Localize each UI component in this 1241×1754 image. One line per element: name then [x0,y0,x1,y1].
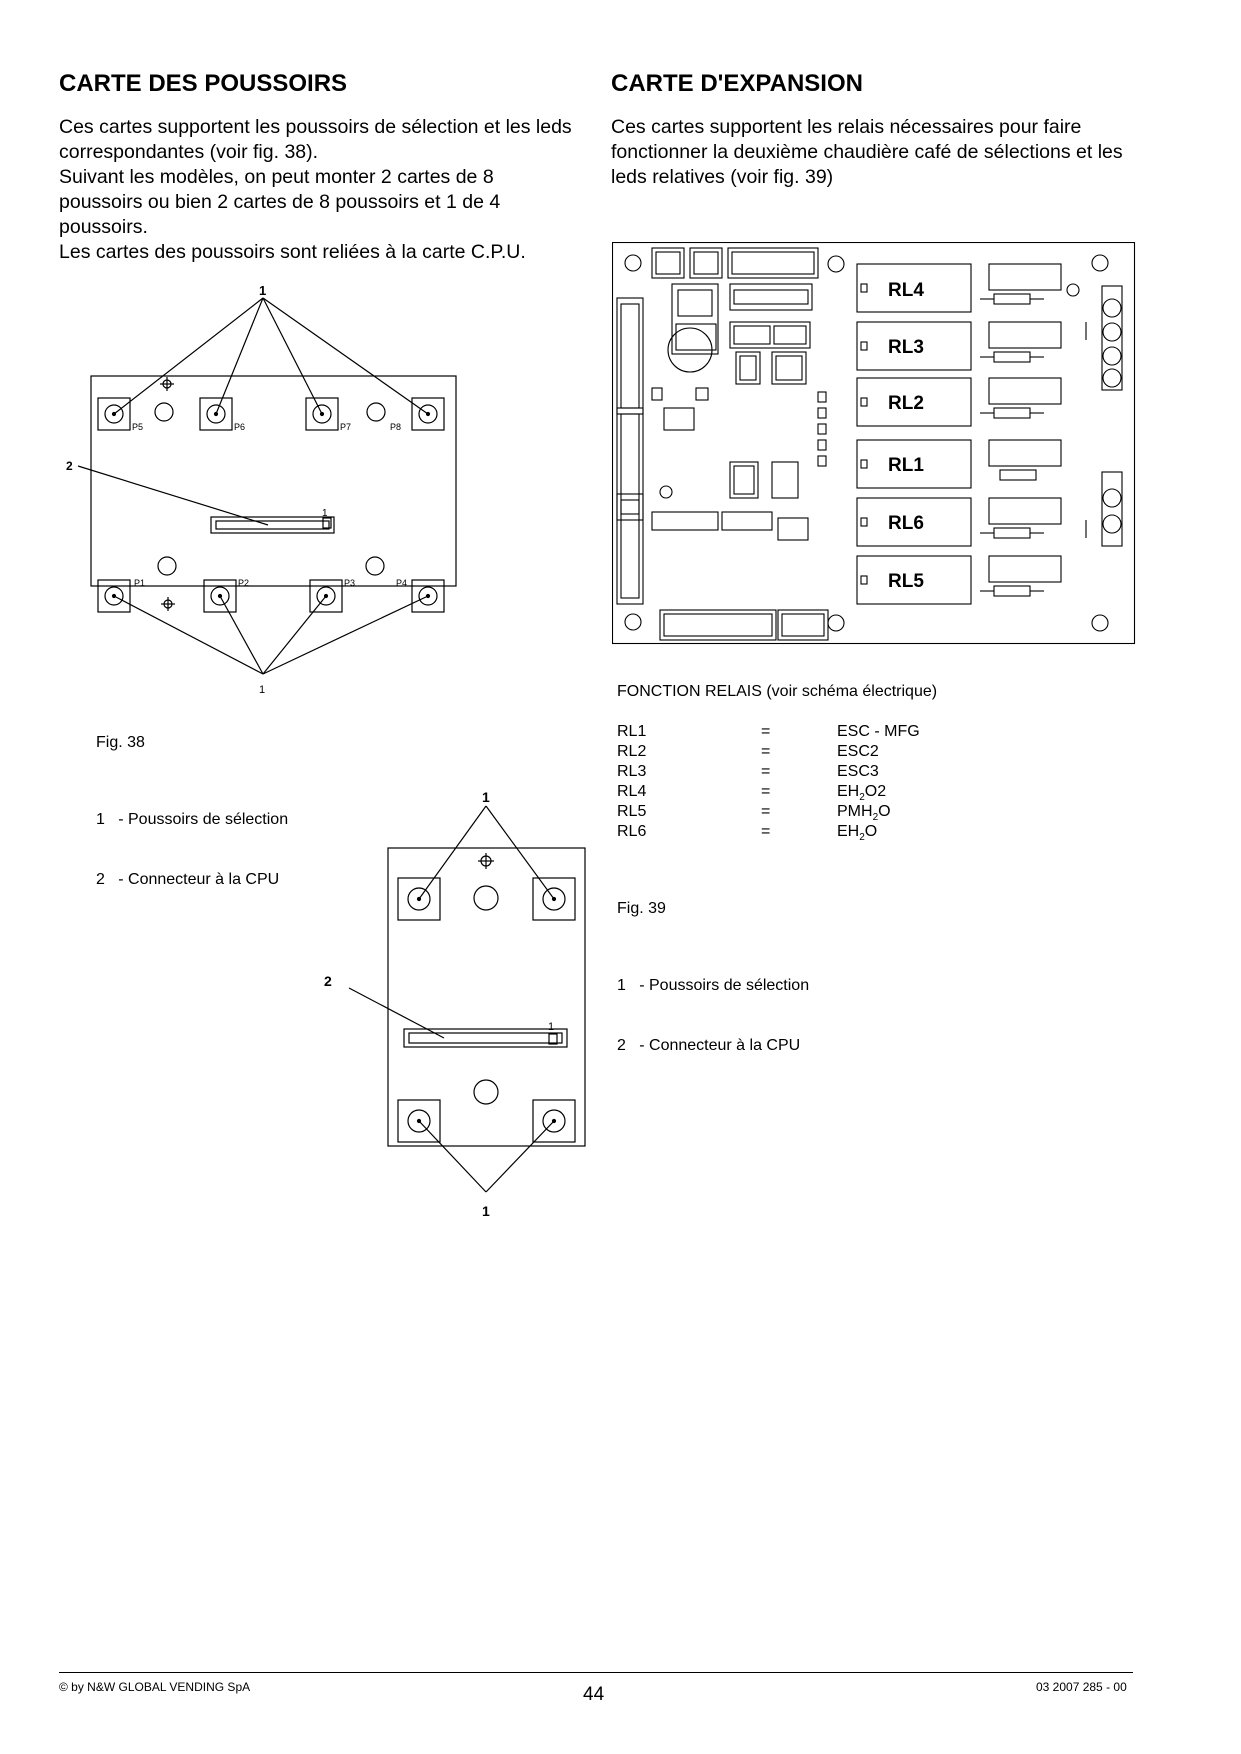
relais-eq: = [761,823,771,840]
label-p1: P1 [134,578,145,588]
board-outline [90,375,457,587]
formula-sub: 2 [872,812,879,824]
relais-heading: FONCTION RELAIS (voir schéma électrique) [617,683,938,700]
right-description: Ces cartes supportent les relais nécessa… [611,115,1141,190]
relais-row-rl2: RL2 = ESC2 [617,742,937,762]
button-p5 [97,397,131,431]
label-p4: P4 [396,578,407,588]
footer-rule [59,1672,1133,1673]
formula-main: PMH [837,803,873,820]
label-p8: P8 [390,422,401,432]
relais-eq: = [761,763,771,780]
relais-row-rl5: RL5 = PMH2O [617,802,937,823]
footer-doc-code: 03 2007 285 - 00 [1036,1680,1127,1694]
relais-func: ESC - MFG [837,723,920,740]
fig38-caption: Fig. 38 [96,734,145,751]
relay-rl5-label: RL5 [888,571,924,592]
fig38-callout-1-bottom: 1 [259,684,265,696]
fig39-caption: Fig. 39 [617,900,666,917]
left-description: Ces cartes supportent les poussoirs de s… [59,115,579,265]
formula-main: EH [837,823,860,840]
relay-rl4-label: RL4 [888,280,924,301]
fig38-pushbutton-board-diagram: 1 1 2 1 P5 P6 P7 P8 P1 P2 P3 P4 [66,283,457,696]
label-p6: P6 [234,422,245,432]
relais-func: ESC2 [837,743,879,760]
relais-name: RL3 [617,763,647,780]
relay-rl3-label: RL3 [888,337,924,358]
fig38-callout-1-top: 1 [259,283,266,298]
fig38-legend-item-1: 1 - Poussoirs de sélection [96,811,289,828]
left-paragraph-3: Les cartes des poussoirs sont reliées à … [59,241,526,263]
button-p6 [199,397,233,431]
relais-row-rl1: RL1 = ESC - MFG [617,722,937,742]
label-p5: P5 [132,422,143,432]
footer-copyright: © by N&W GLOBAL VENDING SpA [59,1680,251,1694]
relais-eq: = [761,803,771,820]
fig38-pin-1: 1 [322,508,328,519]
relay-rl2-label: RL2 [888,393,924,414]
relais-name: RL2 [617,743,647,760]
relais-name: RL5 [617,803,647,820]
fig-four-button-board-diagram: 1 2 1 1 [324,789,586,1219]
formula-tail: O [878,803,891,820]
right-section-title: CARTE D'EXPANSION [611,70,863,97]
formula-sub: 2 [859,792,865,804]
relais-name: RL4 [617,783,647,800]
button-p3 [309,579,343,613]
relais-func-formula: EH2O2 [837,782,886,808]
relay-rl6-label: RL6 [888,513,924,534]
fig39-legend-item-1: 1 - Poussoirs de sélection [617,977,810,994]
formula-main: EH [837,783,860,800]
small-board-outline [387,847,586,1147]
button-p7 [305,397,339,431]
formula-sub: 2 [859,832,865,844]
relais-func-formula: PMH2O [837,802,891,828]
fig39-legend-item-2: 2 - Connecteur à la CPU [617,1037,801,1054]
left-paragraph-1: Ces cartes supportent les poussoirs de s… [59,116,572,163]
relais-name: RL1 [617,723,647,740]
relais-row-rl6: RL6 = EH2O [617,822,937,843]
formula-tail: O2 [864,783,887,800]
fig38-legend: 1 - Poussoirs de sélection 2 - Connecteu… [96,770,288,910]
page-number: 44 [583,1684,605,1705]
small-callout-2: 2 [324,973,332,989]
relais-eq: = [761,783,771,800]
relais-row-rl4: RL4 = EH2O2 [617,782,937,803]
button-p4 [411,579,445,613]
relais-eq: = [761,743,771,760]
label-p7: P7 [340,422,351,432]
small-callout-1-top: 1 [482,789,490,805]
formula-tail: O [864,823,878,840]
expansion-board-outline [612,242,1136,645]
relais-name: RL6 [617,823,647,840]
left-paragraph-2: Suivant les modèles, on peut monter 2 ca… [59,166,501,238]
relais-func-formula: EH2O [837,822,877,848]
fig38-callout-2: 2 [66,459,73,473]
fig39-expansion-board-diagram: RL4 RL3 RL2 RL1 RL6 RL5 [612,242,1136,645]
label-p3: P3 [344,578,355,588]
right-paragraph-1: Ces cartes supportent les relais nécessa… [611,116,1123,188]
fig38-legend-item-2: 2 - Connecteur à la CPU [96,871,280,888]
relais-eq: = [761,723,771,740]
relay-rl1-label: RL1 [888,455,924,476]
small-pin-1: 1 [548,1021,554,1033]
relais-func: ESC3 [837,763,879,780]
fig39-legend: 1 - Poussoirs de sélection 2 - Connecteu… [617,936,809,1076]
label-p2: P2 [238,578,249,588]
relais-row-rl3: RL3 = ESC3 [617,762,937,782]
small-callout-1-bottom: 1 [482,1203,490,1219]
left-section-title: CARTE DES POUSSOIRS [59,70,348,97]
